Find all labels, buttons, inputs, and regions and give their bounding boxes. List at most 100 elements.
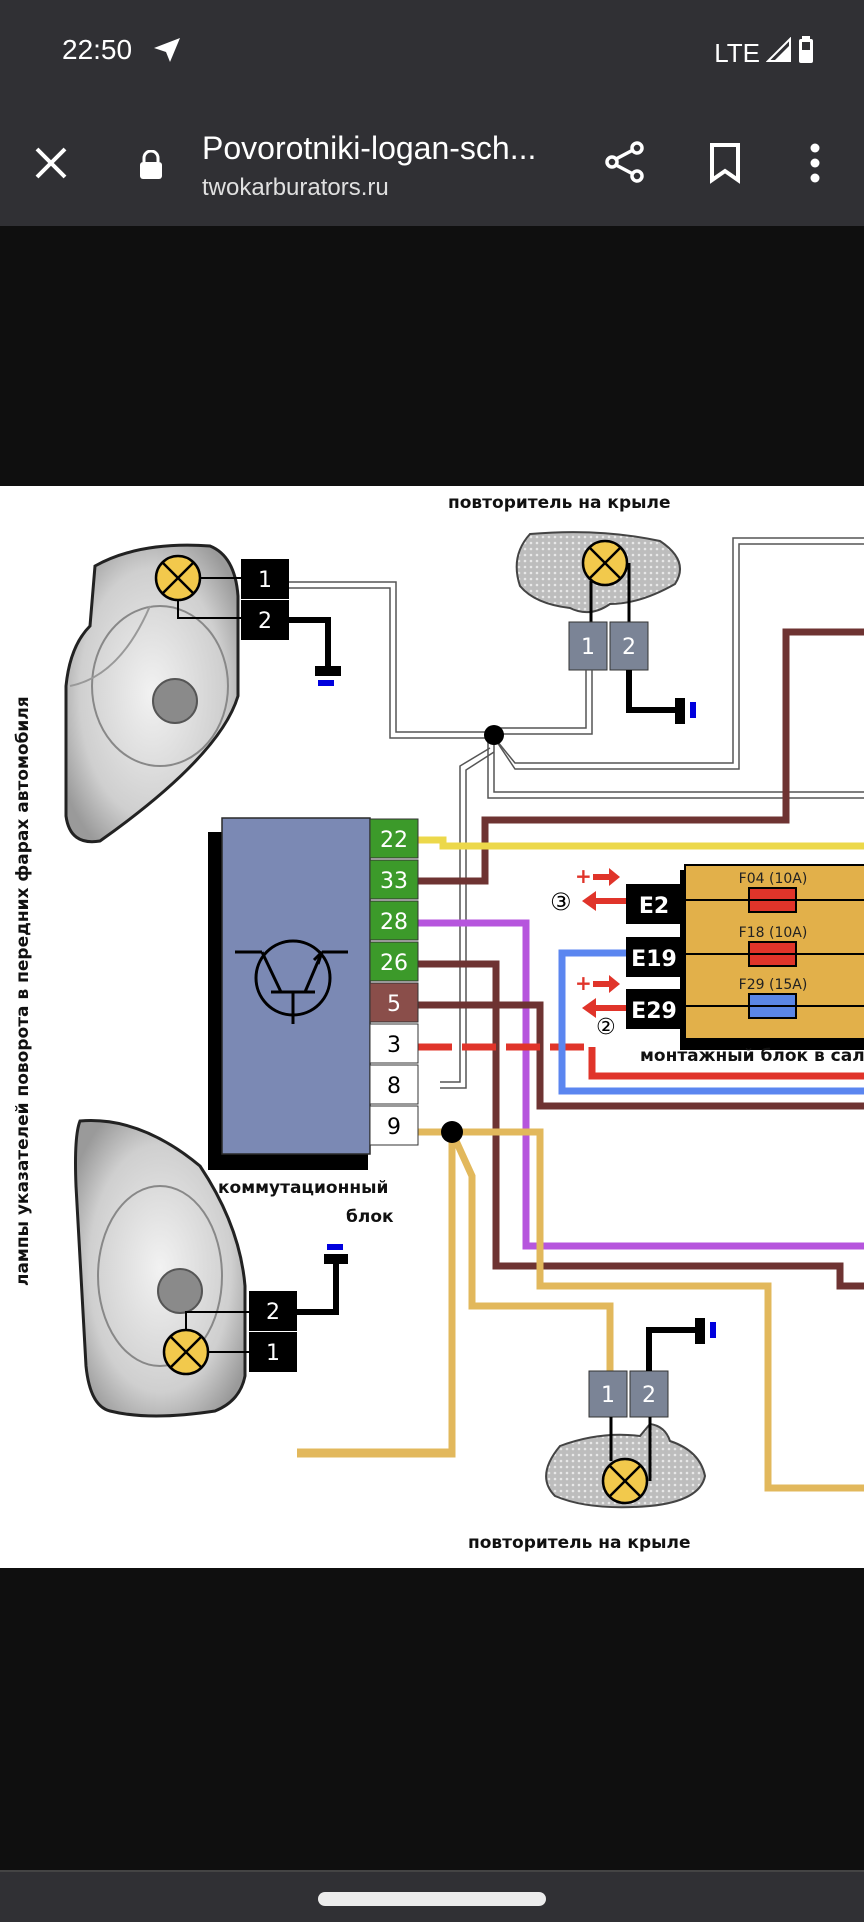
red-wire-3b [588,1047,864,1080]
battery-icon [798,36,814,71]
white-wire-top [289,581,494,739]
blue-wire-e19 [558,949,864,1095]
status-time: 22:50 [62,34,133,65]
signal-icon [765,36,792,70]
close-icon[interactable] [30,142,72,184]
status-bar: 22:50 LTE [0,0,864,100]
repeater-bottom-label: повторитель на крыле [468,1533,691,1553]
switch-pin-label: 5 [387,992,401,1017]
ground-minus-icon [327,1244,343,1250]
switch-block-label-2: блок [346,1207,394,1227]
connector-e19-label: E19 [631,947,677,972]
home-gesture-handle[interactable] [318,1892,546,1906]
switch-pin-9 [369,1105,419,1146]
headlamps-side-label: лампы указателей поворота в передних фар… [13,696,33,1286]
arrows-e2: + [575,864,626,911]
lamp-bulb-repeater-top [581,539,631,622]
switch-pin-label: 22 [380,828,408,853]
repeater-top-pin-1: 1 [581,635,595,660]
lamp-bulb-headlamp-bottom [162,1311,250,1376]
page-url: twokarburators.ru [202,174,389,201]
ground-wire [289,617,331,668]
wire-junction [441,1121,463,1143]
switch-pin-22 [369,818,419,859]
page-background-bottom [0,1568,864,1870]
plus-sign: + [575,864,592,888]
circled-number-2: ② [596,1015,616,1040]
connector-e2: E2 [626,884,682,924]
repeater-top-pin-2: 2 [622,635,636,660]
wire-junction [484,725,504,745]
share-icon[interactable] [604,140,646,189]
connector-e19: E19 [626,937,682,977]
repeater-bottom-pin-1: 1 [601,1383,615,1408]
headlamp-top-pin-2: 2 [258,609,272,634]
switch-pin-3 [369,1023,419,1064]
ground-symbol [695,1318,705,1344]
plus-sign: + [575,971,592,995]
more-vert-icon[interactable] [806,142,824,189]
bookmark-icon[interactable] [708,142,742,189]
switch-pin-label: 28 [380,910,408,935]
white-wire-bundle [440,537,864,1089]
page-background-top [0,226,864,486]
ground-wire [646,1327,700,1371]
browser-toolbar: Povorotniki-logan-sch... twokarburators.… [0,100,864,226]
brown-wire-33 [418,628,864,885]
ground-minus-icon [690,702,696,718]
repeater-top-label: повторитель на крыле [448,493,671,513]
fuse-label: F18 (10A) [739,925,808,941]
lock-icon[interactable] [138,149,164,185]
repeater-bottom-connector: 1 2 [588,1370,669,1418]
fuse-label: F29 (15A) [739,977,808,993]
repeater-top-connector: 1 2 [568,621,649,671]
transistor-symbol [235,939,348,1024]
switch-pin-8 [369,1064,419,1105]
switch-pin-28 [369,900,419,941]
fuse-list: F04 (10A) F18 (10A) F29 (15A) [739,871,808,1019]
brown-wire-5 [418,1001,864,1110]
circled-number-3: ③ [550,888,572,916]
headlamp-bottom-connector: 2 1 [249,1291,297,1372]
system-nav-bar [0,1870,864,1922]
status-indicators: LTE [714,36,814,71]
headlamp-top-pin-1: 1 [258,568,272,593]
lamp-bulb-headlamp-top [154,554,242,619]
wiring-diagram-svg: лампы указателей поворота в передних фар… [13,493,864,1553]
switch-pin-label: 8 [387,1074,401,1099]
switch-pin-label: 3 [387,1033,401,1058]
switch-block-pins: 22 33 28 26 5 3 8 9 [369,818,419,1146]
repeater-bottom-pin-2: 2 [642,1383,656,1408]
headlamp-top-connector: 1 2 [241,559,289,640]
ground-symbol [324,1254,348,1264]
switch-pin-label: 33 [380,869,408,894]
wiring-diagram-image[interactable]: лампы указателей поворота в передних фар… [0,486,864,1568]
yellow-wire-22 [418,836,864,850]
switch-pin-26 [369,941,419,982]
arrows-e29: + [575,971,626,1018]
ground-symbol [315,666,341,676]
switch-pin-33 [369,859,419,900]
connector-e2-label: E2 [639,894,669,919]
brown-wire-26 [418,960,864,1290]
purple-wire-28 [418,919,864,1250]
switch-pin-label: 26 [380,951,408,976]
white-wire-repeater-top [494,670,593,735]
switch-block-label-1: коммутационный [218,1178,388,1198]
ground-symbol [675,698,685,724]
ground-wire [626,670,676,713]
headlamp-bottom-pin-1: 1 [266,1341,280,1366]
ground-minus-icon [318,680,334,686]
connector-e29: E29 [626,989,682,1029]
switch-pin-label: 9 [387,1115,401,1140]
headlamp-bottom-pin-2: 2 [266,1300,280,1325]
telegram-send-icon [152,36,182,69]
ground-wire [297,1262,339,1315]
headlamp-top [64,543,240,844]
fuse-label: F04 (10A) [739,871,808,887]
network-type: LTE [714,38,760,68]
connector-e29-label: E29 [631,999,677,1024]
switch-pin-5 [369,982,419,1023]
switch-block [221,817,371,1155]
mount-block-label: монтажный блок в сало [640,1046,864,1066]
